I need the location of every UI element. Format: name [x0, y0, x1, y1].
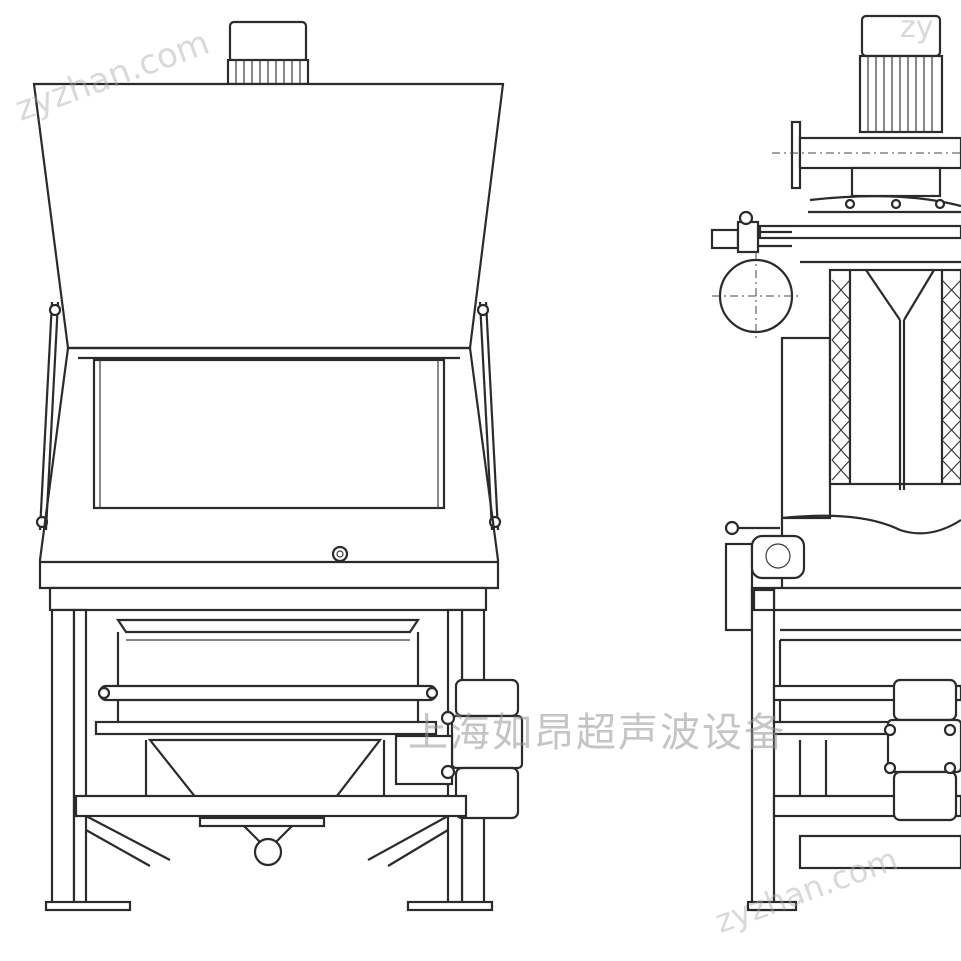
side-vibration-motor — [883, 678, 961, 822]
filter-column — [780, 268, 961, 520]
watermark-url-corner: zy — [900, 10, 934, 45]
top-motor — [226, 20, 310, 86]
side-top-motor — [858, 14, 944, 134]
watermark-company: 上海如昂超声波设备 — [408, 710, 786, 756]
frame-braces — [85, 815, 449, 867]
hopper-lid — [32, 82, 505, 350]
front-view — [32, 20, 524, 912]
vibration-motor — [394, 678, 524, 820]
side-body — [781, 514, 961, 535]
sieve-window — [92, 358, 446, 510]
fitting — [331, 545, 349, 563]
side-valve-tank — [710, 210, 800, 340]
side-motor-mid — [724, 520, 806, 632]
discharge-cone — [144, 738, 386, 867]
side-view — [710, 14, 961, 912]
frame-crossbeam — [74, 794, 468, 818]
sieve-cylinder — [94, 618, 439, 736]
fan-housing — [758, 166, 961, 264]
frame-top-beam — [48, 586, 488, 612]
